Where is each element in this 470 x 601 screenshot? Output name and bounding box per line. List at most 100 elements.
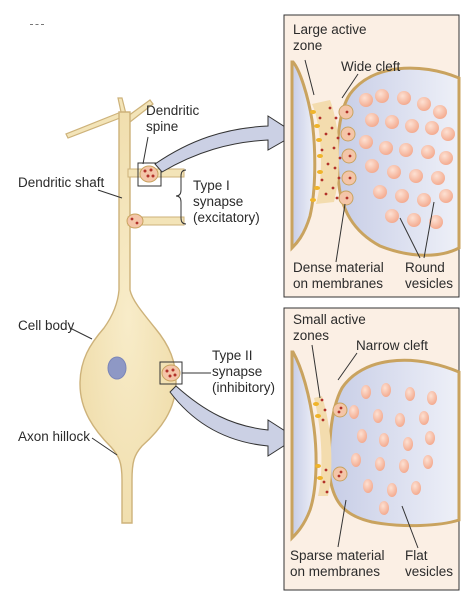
nucleus — [107, 356, 127, 380]
label-dense-material-line2: on membranes — [293, 276, 384, 291]
round-vesicle — [375, 89, 389, 103]
label-round-vesicles: Round vesicles — [405, 260, 453, 292]
synaptic-density-dot — [328, 106, 332, 110]
synaptic-density-dot — [320, 398, 324, 402]
label-type2-line2: synapse — [212, 364, 263, 379]
synaptic-density-dot — [318, 116, 322, 120]
synaptic-density-dot — [320, 178, 324, 182]
synaptic-density-dot — [322, 480, 326, 484]
round-vesicle — [385, 209, 399, 223]
active-zone-marker — [314, 186, 320, 190]
label-sparse-material-line2: on membranes — [290, 564, 381, 579]
label-small-active-zones: Small active zones — [293, 312, 366, 344]
label-dendritic-spine-line2: spine — [146, 119, 179, 134]
label-flat-vesicles-line2: vesicles — [405, 564, 454, 579]
flat-vesicle — [423, 455, 433, 469]
label-flat-vesicles-line1: Flat — [405, 548, 428, 563]
sparse-material-type2 — [314, 396, 332, 496]
round-vesicle — [399, 143, 413, 157]
label-large-active-zone-line1: Large active — [293, 22, 367, 37]
round-vesicle — [365, 113, 379, 127]
round-vesicle — [441, 127, 455, 141]
postsynaptic-density — [332, 466, 348, 482]
postsynaptic-density-dot — [339, 406, 343, 410]
postsynaptic-terminal-type2 — [327, 358, 461, 528]
synaptic-density-dot — [338, 156, 342, 160]
label-wide-cleft: Wide cleft — [341, 59, 401, 74]
round-vesicle — [407, 213, 421, 227]
label-dendritic-shaft: Dendritic shaft — [18, 175, 105, 190]
postsynaptic-density-dot — [339, 470, 343, 474]
leader-axon-hillock — [91, 437, 118, 456]
round-vesicle — [379, 141, 393, 155]
presynaptic-terminal-type1 — [290, 60, 317, 252]
label-sparse-material-line1: Sparse material — [290, 548, 385, 563]
postsynaptic-density-dot — [345, 196, 349, 200]
synaptic-density-dot — [334, 116, 338, 120]
leader-sparse-material — [337, 499, 347, 548]
postsynaptic-density-dot — [348, 154, 352, 158]
active-zone-marker — [313, 402, 319, 406]
synapse-type2-bouton — [161, 364, 181, 382]
round-vesicle — [425, 121, 439, 135]
label-large-active-zone-line2: zone — [293, 38, 323, 53]
active-zone-marker — [317, 170, 323, 174]
flat-vesicle — [375, 457, 385, 471]
flat-vesicle — [399, 459, 409, 473]
flat-vesicle — [357, 429, 367, 443]
panel-type1 — [283, 14, 461, 298]
flat-vesicle — [351, 453, 361, 467]
leader-dendritic-spine — [142, 136, 149, 165]
label-type1-synapse: Type I synapse (excitatory) — [193, 178, 260, 226]
label-large-active-zone: Large active zone — [293, 22, 367, 54]
round-vesicle — [365, 159, 379, 173]
label-round-vesicles-line1: Round — [405, 260, 445, 275]
active-zone-marker — [317, 154, 323, 158]
label-type1-line3: (excitatory) — [193, 210, 260, 225]
active-zone-marker — [316, 138, 322, 142]
label-round-vesicles-line2: vesicles — [405, 276, 454, 291]
leader-dendritic-shaft — [97, 189, 123, 199]
round-vesicle — [409, 169, 423, 183]
round-vesicle — [373, 185, 387, 199]
leader-active-zone-type1 — [304, 59, 315, 96]
leader-active-zones-type2 — [311, 344, 321, 399]
label-small-active-zones-line1: Small active — [293, 312, 366, 327]
flat-vesicle — [387, 483, 397, 497]
synaptic-density-dot — [321, 418, 325, 422]
flat-vesicle — [381, 383, 391, 397]
synaptic-density-dot — [323, 408, 327, 412]
round-vesicle — [439, 151, 453, 165]
flat-vesicle — [363, 479, 373, 493]
spine-type1-lower — [126, 213, 185, 229]
flat-vesicle — [361, 385, 371, 399]
label-type2-line3: (inhibitory) — [212, 380, 276, 395]
synaptic-density-dot — [335, 196, 339, 200]
synaptic-density-dot — [330, 126, 334, 130]
leader-dense-material — [335, 203, 346, 263]
label-type1-line2: synapse — [193, 194, 244, 209]
synaptic-density-dot — [332, 146, 336, 150]
synaptic-density-dot — [325, 490, 329, 494]
flat-vesicle — [411, 481, 421, 495]
active-zone-marker — [315, 464, 321, 468]
label-flat-vesicles: Flat vesicles — [405, 548, 453, 580]
round-vesicle — [433, 105, 447, 119]
spine-type1 — [127, 165, 185, 183]
synaptic-density-dot — [331, 186, 335, 190]
label-type2-synapse: Type II synapse (inhibitory) — [212, 348, 275, 396]
leader-cell-body — [69, 327, 93, 340]
dendrite-branch-left — [65, 111, 122, 139]
label-dendritic-spine-line1: Dendritic — [146, 103, 200, 118]
leader-round-vesicles-a — [399, 217, 421, 259]
active-zone-marker — [314, 124, 320, 128]
round-vesicle — [421, 145, 435, 159]
round-vesicle — [385, 115, 399, 129]
flat-vesicle — [419, 411, 429, 425]
leader-round-vesicles-b — [423, 201, 435, 259]
postsynaptic-density-dot — [337, 410, 341, 414]
label-type2-line1: Type II — [212, 348, 253, 363]
leader-flat-vesicles — [401, 505, 419, 549]
arrow-to-type2-panel — [169, 385, 297, 457]
